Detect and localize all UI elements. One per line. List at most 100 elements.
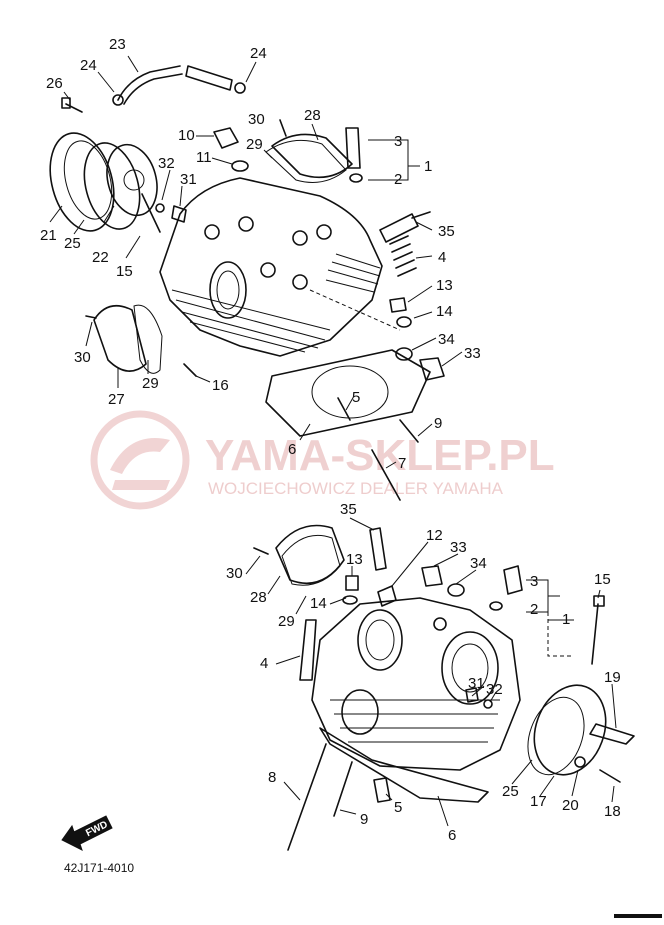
callout-24: 24 [80,57,97,74]
spark-plug-lower [369,527,387,571]
callout-22: 22 [92,249,109,266]
upper-assembly [49,65,445,501]
bracket-19 [589,723,635,745]
plug-33-upper [419,357,445,381]
callout-35: 35 [340,501,357,518]
forward-arrow-icon: FWD [61,815,113,851]
head-gasket-lower [319,727,489,803]
guide-3-lower [503,565,523,595]
plate [106,143,158,217]
stud-9-lower [333,761,353,817]
bolt-30-top [279,119,287,137]
plug-33-lower [421,565,443,587]
stud-8 [287,743,327,851]
leader-lines [49,55,617,827]
callout-29: 29 [142,375,159,392]
part-code: 42J171-4010 [64,861,134,875]
callout-31: 31 [468,675,485,692]
callout-13: 13 [436,277,453,294]
callout-6: 6 [288,441,296,458]
callout-19: 19 [604,669,621,686]
stud-9-upper [399,419,419,443]
lower-assembly [253,524,635,851]
hose-clamp-right [234,82,246,94]
callout-3: 3 [394,133,402,150]
callout-30: 30 [226,565,243,582]
callout-30: 30 [248,111,265,128]
guide-3 [345,127,361,169]
nut-13-upper [389,297,407,313]
bolt-30-lower [253,547,269,555]
callout-15: 15 [116,263,133,280]
callout-34: 34 [470,555,487,572]
washer-34-upper [395,347,413,361]
rear-cylinder-head [159,177,383,357]
callout-21: 21 [40,227,57,244]
bolt-15-lower [591,603,599,665]
callout-27: 27 [108,391,125,408]
callout-14: 14 [310,595,327,612]
spring-4-lower [299,619,317,681]
side-cover-rim [63,140,113,220]
dowel-5-lower [373,777,391,803]
callout-12: 12 [426,527,443,544]
hose-clamp-left [112,94,124,106]
callout-29: 29 [246,136,263,153]
hose-section [185,65,233,91]
stud-7-upper [371,449,401,501]
spring-4-upper [389,235,417,277]
callout-4: 4 [260,655,268,672]
clip-2 [349,173,363,183]
callout-29: 29 [278,613,295,630]
callout-20: 20 [562,797,579,814]
valve-cover-gasket [265,139,347,183]
callout-11: 11 [196,149,212,166]
callout-9: 9 [434,415,442,432]
watermark-logo-icon [90,410,190,510]
callout-25: 25 [64,235,81,252]
washer-32 [155,203,165,213]
valve-cover-gasket-lower [281,534,341,586]
pin-16 [183,363,197,377]
callout-14: 14 [436,303,453,320]
callout-1: 1 [424,158,432,175]
callout-33: 33 [450,539,467,556]
callout-5: 5 [352,389,360,406]
washer-20 [574,756,586,768]
callout-26: 26 [46,75,63,92]
watermark-brand: YAMA-SKLEP.PL [205,431,555,480]
washer-14-upper [396,316,412,328]
callout-3: 3 [530,573,538,590]
callout-labels: 23 24 24 26 30 28 10 29 3 11 2 1 32 31 2… [40,36,621,844]
callout-34: 34 [438,331,455,348]
callout-10: 10 [178,127,195,144]
callout-9: 9 [360,811,368,828]
breather-hose [117,65,183,105]
clip-2-lower [489,601,503,611]
callout-24: 24 [250,45,267,62]
bolt-18 [599,769,621,783]
callout-13: 13 [346,551,363,568]
callout-17: 17 [530,793,547,810]
head-gasket-upper [265,349,431,437]
callout-32: 32 [486,681,503,698]
callout-7: 7 [398,455,406,472]
side-cover [49,132,115,232]
scan-mark [614,914,662,918]
bolt-15-upper [141,193,161,233]
callout-32: 32 [158,155,175,172]
part-12 [377,585,397,607]
callout-8: 8 [268,769,276,786]
washer-11 [231,160,249,172]
callout-1: 1 [562,611,570,628]
callout-33: 33 [464,345,481,362]
nut-13-lower [345,575,359,591]
watermark: YAMA-SKLEP.PL WOJCIECHOWICZ DEALER YAMAH… [90,410,555,510]
callout-28: 28 [304,107,321,124]
forward-arrow-label: FWD [84,819,109,839]
washer-14-lower [342,595,358,605]
callout-23: 23 [109,36,126,53]
callout-2: 2 [530,601,538,618]
watermark-subtitle: WOJCIECHOWICZ DEALER YAMAHA [208,479,504,498]
callout-15: 15 [594,571,611,588]
